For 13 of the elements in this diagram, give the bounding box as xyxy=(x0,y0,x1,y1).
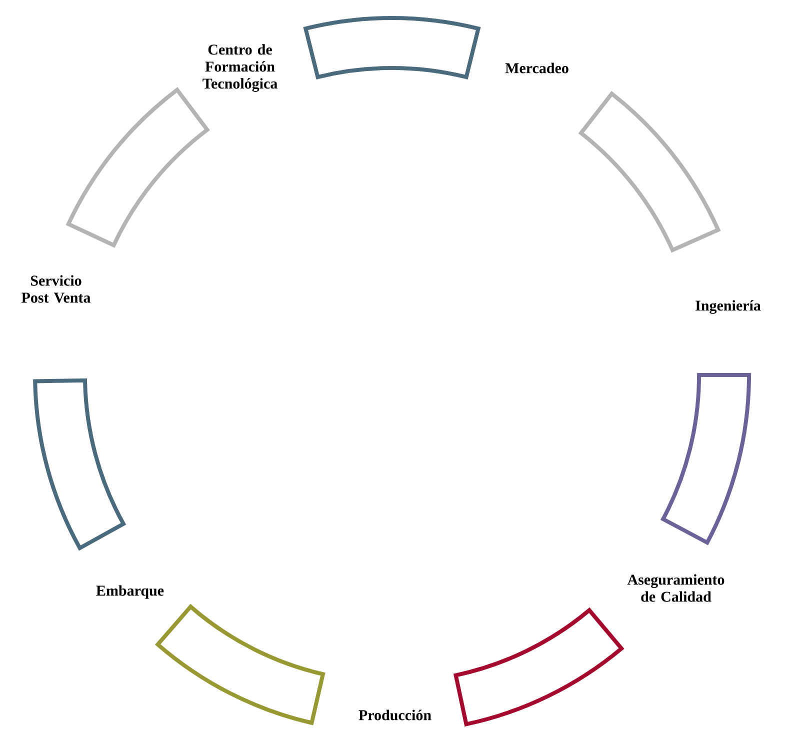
arc-segment xyxy=(454,608,624,726)
stage-label: Aseguramiento de Calidad xyxy=(627,574,724,602)
stage-label: Centro de Formación Tecnológica xyxy=(202,44,278,92)
arc-segment xyxy=(661,372,751,545)
stage-label: Producción xyxy=(358,710,432,720)
stage-label: Mercadeo xyxy=(505,62,568,74)
arc-segment xyxy=(304,16,480,80)
arc-segment xyxy=(33,378,126,550)
stage-label: Ingeniería xyxy=(696,300,761,314)
arc-segment xyxy=(579,92,720,252)
stage-label: Servicio Post Venta xyxy=(22,275,90,303)
arc-segment xyxy=(156,604,325,725)
stage-label: Embarque xyxy=(96,585,164,599)
